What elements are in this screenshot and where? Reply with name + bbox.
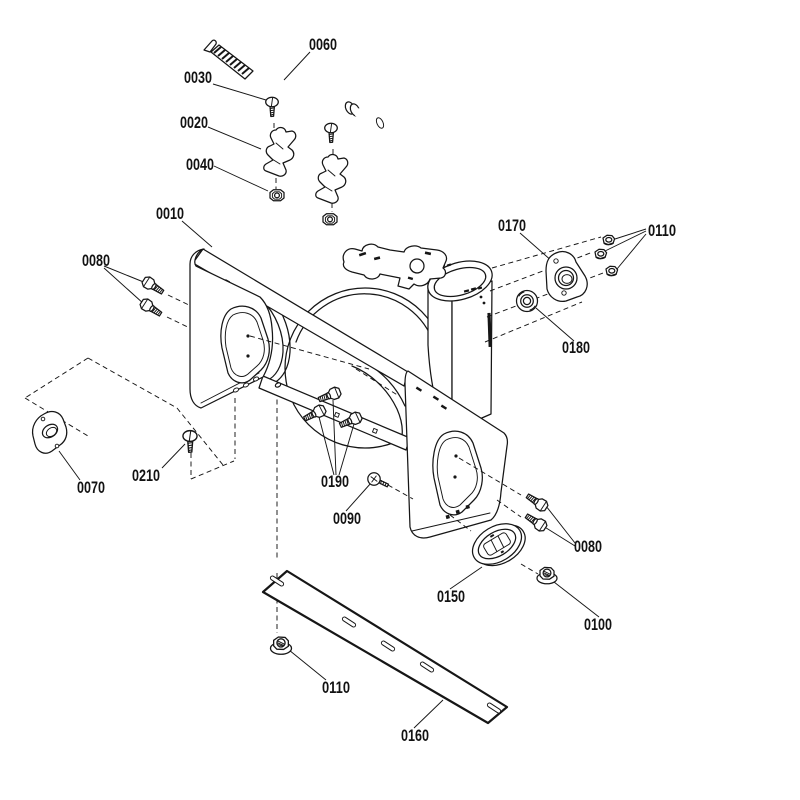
housing-right-panel xyxy=(404,370,508,539)
leader-0170 xyxy=(519,232,554,263)
assembly-dashed-lines-front xyxy=(249,236,612,575)
leader-0190 xyxy=(338,423,355,476)
hex-nut-0040-left xyxy=(269,189,285,202)
leader-0010 xyxy=(181,220,213,248)
leader-lines xyxy=(58,51,647,729)
part-label-0170: 0170 xyxy=(498,217,526,235)
bearing-flange-0070 xyxy=(31,410,68,454)
leader-0100 xyxy=(553,581,600,618)
leader-0080-right xyxy=(542,525,576,547)
leader-0110-right xyxy=(616,233,647,270)
leader-0080-left xyxy=(103,267,145,305)
leader-0090 xyxy=(345,482,372,512)
chute-bracket xyxy=(342,243,448,290)
housing-chute-neck xyxy=(427,260,493,432)
assembly-dashed-lines-rear xyxy=(24,123,334,633)
cleanout-tool-0060 xyxy=(203,39,385,129)
bearing-0180 xyxy=(515,289,539,313)
part-label-0020: 0020 xyxy=(180,114,208,132)
leader-0020 xyxy=(207,126,262,150)
leader-0150 xyxy=(449,566,483,590)
leader-0030 xyxy=(212,83,267,101)
leader-0080-right xyxy=(545,505,576,544)
hex-nut-0040-right xyxy=(322,213,338,226)
part-label-0080-right: 0080 xyxy=(574,538,602,556)
leader-0070 xyxy=(58,450,81,481)
leader-0060 xyxy=(283,51,311,81)
leader-0080-left xyxy=(103,265,147,284)
part-labels: 0060 0030 0020 0040 0010 0080 0170 0110 … xyxy=(77,36,676,745)
flange-nut-0110-bottom xyxy=(269,636,293,655)
part-label-0090: 0090 xyxy=(333,510,361,528)
scraper-bar-0160 xyxy=(261,569,509,725)
part-label-0110-bottom: 0110 xyxy=(322,679,350,697)
rotation-mark xyxy=(463,286,483,293)
bolts-0080-right xyxy=(522,490,551,534)
part-label-0010: 0010 xyxy=(156,205,184,223)
leader-0110-right xyxy=(614,228,647,240)
part-label-0080-left: 0080 xyxy=(82,252,110,270)
part-label-0180: 0180 xyxy=(562,339,590,357)
mount-clip-0020-right xyxy=(315,153,349,204)
leader-0110-right xyxy=(600,230,647,254)
part-label-0160: 0160 xyxy=(401,727,429,745)
tool-grip-hatch xyxy=(213,46,250,75)
bearing-flange-0170 xyxy=(545,250,588,303)
screw-0090 xyxy=(367,472,390,488)
leader-0110-bottom xyxy=(288,649,327,681)
part-label-0150: 0150 xyxy=(437,588,465,606)
flange-nut-0100 xyxy=(536,566,558,585)
leader-0210 xyxy=(161,443,186,469)
part-label-0060: 0060 xyxy=(309,36,337,54)
part-label-0210: 0210 xyxy=(132,467,160,485)
leader-0160 xyxy=(413,699,444,729)
clip-screw-right xyxy=(324,122,338,144)
part-label-0110-right: 0110 xyxy=(648,222,676,240)
hex-nuts-0110-right xyxy=(594,234,619,277)
leader-0190 xyxy=(332,399,337,476)
part-label-0030: 0030 xyxy=(184,69,212,87)
leader-0040 xyxy=(213,165,269,192)
part-label-0100: 0100 xyxy=(584,616,612,634)
auger-housing-0010 xyxy=(189,243,508,539)
leader-0190 xyxy=(318,416,335,476)
mount-clip-0020-left xyxy=(263,126,297,177)
cover-0150 xyxy=(471,523,526,567)
part-label-0070: 0070 xyxy=(77,479,105,497)
bolts-0080-left xyxy=(137,274,167,320)
screw-0030 xyxy=(265,96,279,118)
part-label-0040: 0040 xyxy=(186,156,214,174)
screw-0210 xyxy=(182,429,198,453)
leader-0180 xyxy=(535,307,575,342)
part-label-0190: 0190 xyxy=(321,473,349,491)
housing-left-panel xyxy=(189,248,274,409)
